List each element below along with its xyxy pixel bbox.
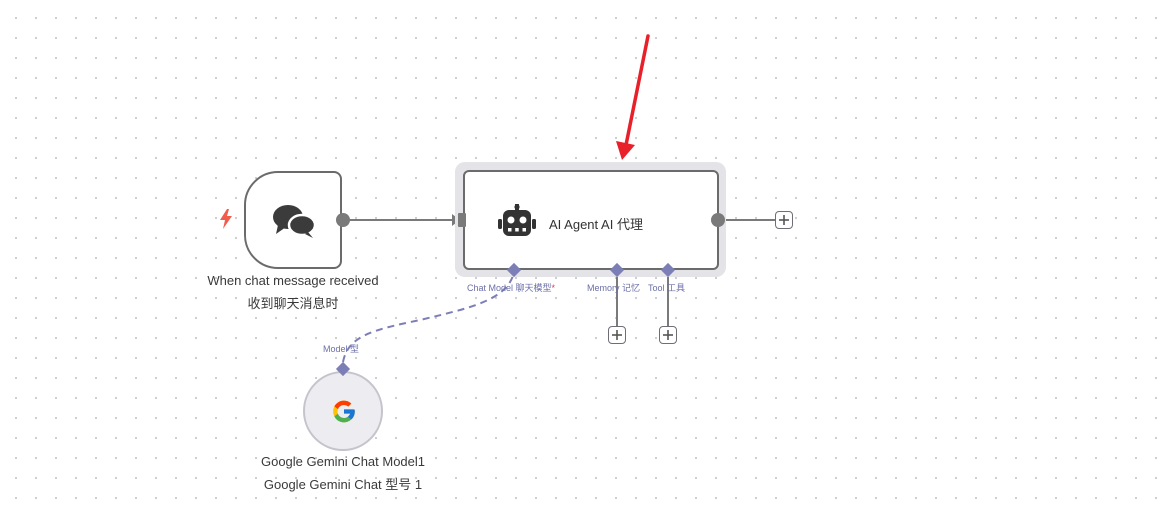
agent-output-handle[interactable] bbox=[711, 213, 725, 227]
plus-icon bbox=[612, 330, 622, 340]
memory-port-label: Memory 记忆 bbox=[587, 283, 641, 293]
tool-port-label: Tool 工具 bbox=[648, 283, 686, 293]
chat-model-port-label: Chat Model 聊天模型* bbox=[467, 283, 556, 293]
plus-icon bbox=[779, 215, 789, 225]
model-port-label: Model 型 bbox=[323, 344, 360, 354]
agent-title: AI Agent AI 代理 bbox=[549, 217, 643, 232]
gemini-model-node[interactable] bbox=[303, 371, 383, 451]
trigger-output-handle[interactable] bbox=[336, 213, 350, 227]
google-g-icon bbox=[331, 398, 357, 430]
chat-bubbles-icon bbox=[272, 203, 317, 244]
trigger-label-en: When chat message received bbox=[207, 273, 379, 288]
robot-icon bbox=[498, 204, 536, 243]
model-label-zh: Google Gemini Chat 型号 1 bbox=[263, 477, 423, 492]
plus-icon bbox=[663, 330, 673, 340]
add-next-node-button[interactable] bbox=[775, 211, 793, 229]
add-memory-button[interactable] bbox=[608, 326, 626, 344]
chat-trigger-node[interactable] bbox=[244, 171, 342, 269]
model-label-en: Google Gemini Chat Model1 bbox=[260, 454, 426, 469]
annotation-arrow-line bbox=[624, 34, 650, 147]
lightning-bolt-icon bbox=[219, 209, 233, 234]
ai-agent-node[interactable]: AI Agent AI 代理 bbox=[463, 170, 719, 270]
required-marker: * bbox=[551, 283, 556, 293]
add-tool-button[interactable] bbox=[659, 326, 677, 344]
agent-input-handle[interactable] bbox=[458, 213, 466, 227]
annotation-arrowhead bbox=[616, 141, 635, 160]
trigger-label-zh: 收到聊天消息时 bbox=[247, 296, 339, 311]
